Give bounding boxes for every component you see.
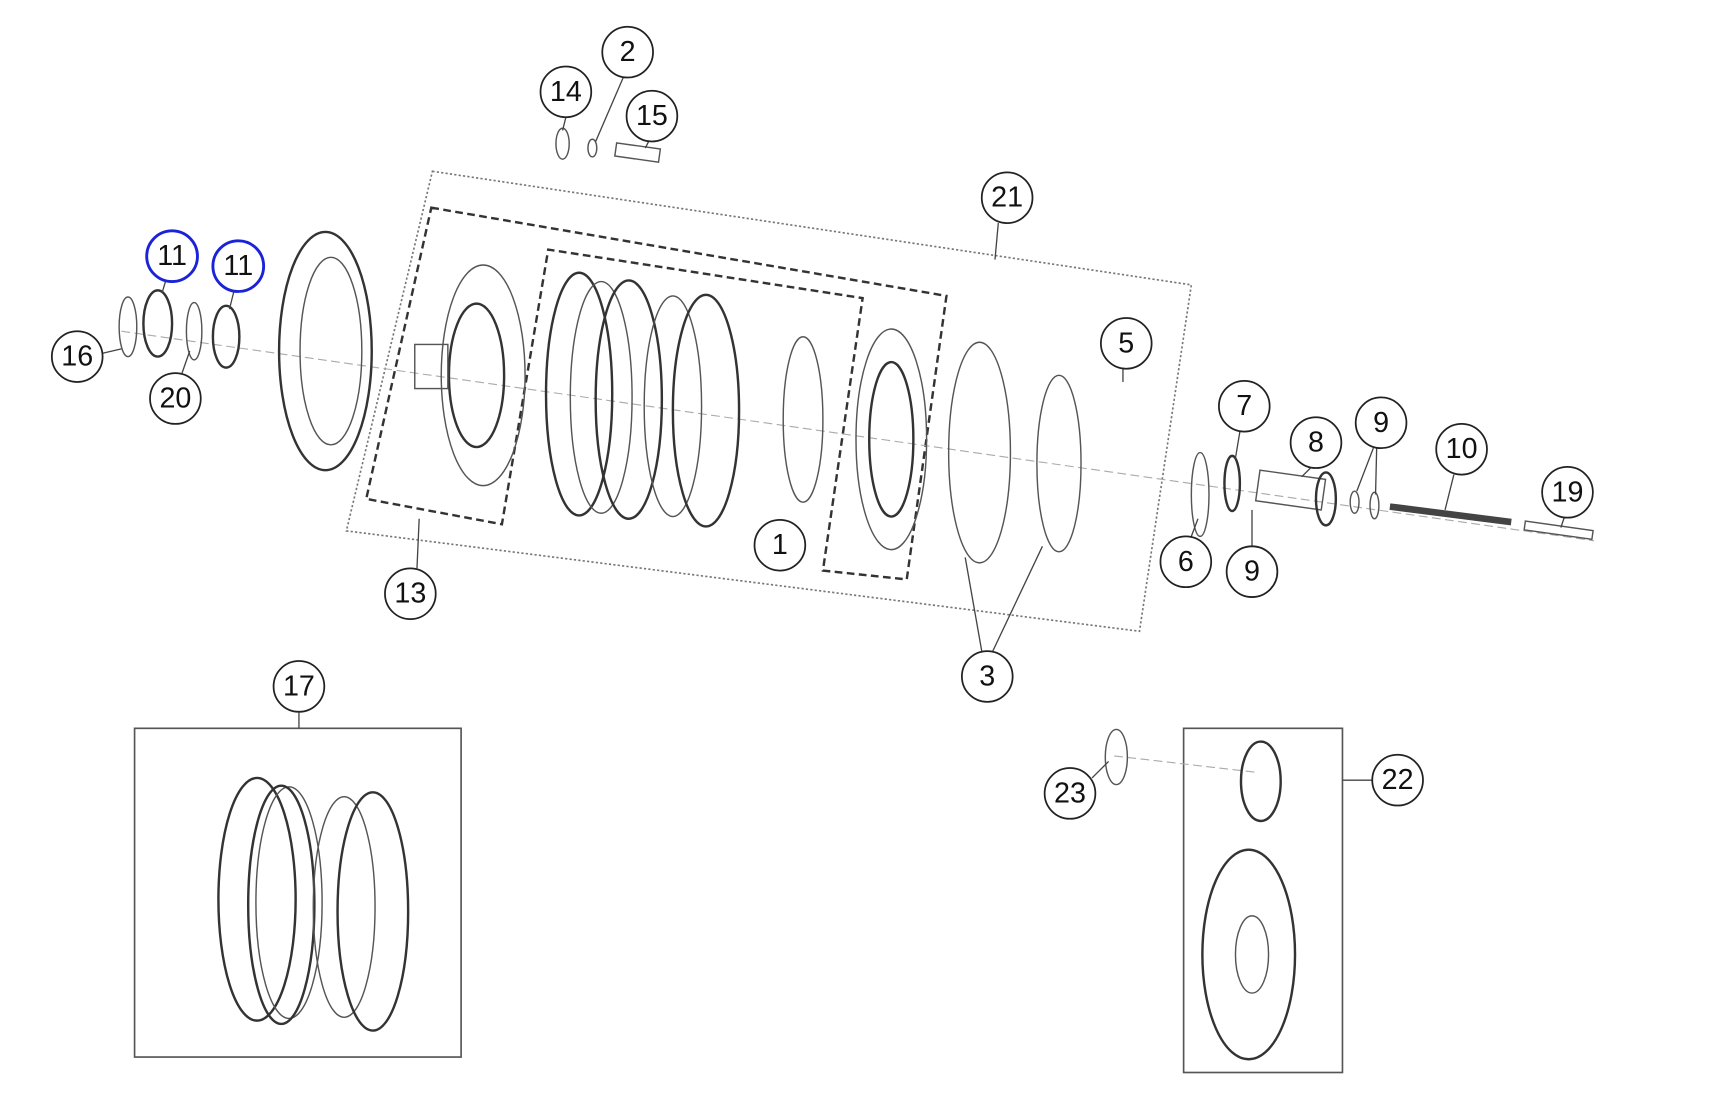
- assembly-box-17: [133, 727, 462, 1058]
- shaft-axis-22: [1114, 755, 1258, 773]
- callout-19[interactable]: 19: [1541, 466, 1594, 519]
- svg-text:23: 23: [1054, 777, 1086, 809]
- svg-text:11: 11: [223, 250, 253, 282]
- callout-7[interactable]: 7: [1218, 379, 1271, 433]
- leader-lines: [102, 77, 1565, 781]
- callout-1[interactable]: 1: [753, 518, 807, 572]
- callout-6[interactable]: 6: [1159, 535, 1213, 589]
- svg-text:5: 5: [1118, 327, 1134, 359]
- svg-text:21: 21: [991, 182, 1023, 214]
- assembly-box-13: [364, 206, 948, 581]
- callout-17[interactable]: 17: [272, 660, 326, 713]
- svg-text:6: 6: [1178, 546, 1194, 578]
- callout-21[interactable]: 21: [980, 171, 1034, 224]
- callout-23[interactable]: 23: [1043, 767, 1097, 820]
- svg-text:16: 16: [61, 341, 93, 373]
- callout-11-highlighted[interactable]: 11: [211, 239, 266, 293]
- svg-text:19: 19: [1552, 476, 1584, 508]
- callout-9-top[interactable]: 9: [1354, 396, 1408, 450]
- svg-text:22: 22: [1382, 764, 1414, 796]
- callout-5[interactable]: 5: [1100, 317, 1153, 370]
- callout-9-bottom[interactable]: 9: [1225, 545, 1279, 598]
- svg-text:10: 10: [1446, 433, 1478, 465]
- svg-text:17: 17: [283, 670, 315, 702]
- svg-text:3: 3: [979, 660, 995, 692]
- svg-text:1: 1: [772, 529, 788, 561]
- svg-text:20: 20: [159, 383, 191, 415]
- callout-3[interactable]: 3: [961, 650, 1014, 703]
- assembly-box-21: [345, 170, 1193, 633]
- svg-text:14: 14: [550, 76, 582, 108]
- callout-15[interactable]: 15: [625, 89, 679, 143]
- svg-text:7: 7: [1236, 390, 1252, 422]
- callout-20[interactable]: 20: [149, 372, 202, 425]
- callout-8[interactable]: 8: [1289, 416, 1343, 469]
- callout-10[interactable]: 10: [1435, 422, 1488, 476]
- callout-14[interactable]: 14: [539, 65, 593, 119]
- callout-16[interactable]: 16: [50, 330, 104, 383]
- assembly-box-22: [1182, 727, 1344, 1074]
- svg-text:2: 2: [620, 36, 636, 68]
- svg-text:15: 15: [636, 100, 668, 132]
- svg-text:13: 13: [394, 578, 426, 610]
- svg-text:11: 11: [157, 240, 187, 272]
- svg-text:9: 9: [1373, 407, 1389, 439]
- svg-text:8: 8: [1308, 427, 1324, 459]
- callout-22[interactable]: 22: [1371, 753, 1424, 807]
- callout-13[interactable]: 13: [384, 567, 437, 621]
- svg-text:9: 9: [1244, 556, 1260, 588]
- parts: [118, 127, 1594, 1061]
- callout-11-highlighted[interactable]: 11: [145, 229, 199, 284]
- shaft-axis: [121, 330, 1595, 542]
- callout-2[interactable]: 2: [601, 25, 654, 79]
